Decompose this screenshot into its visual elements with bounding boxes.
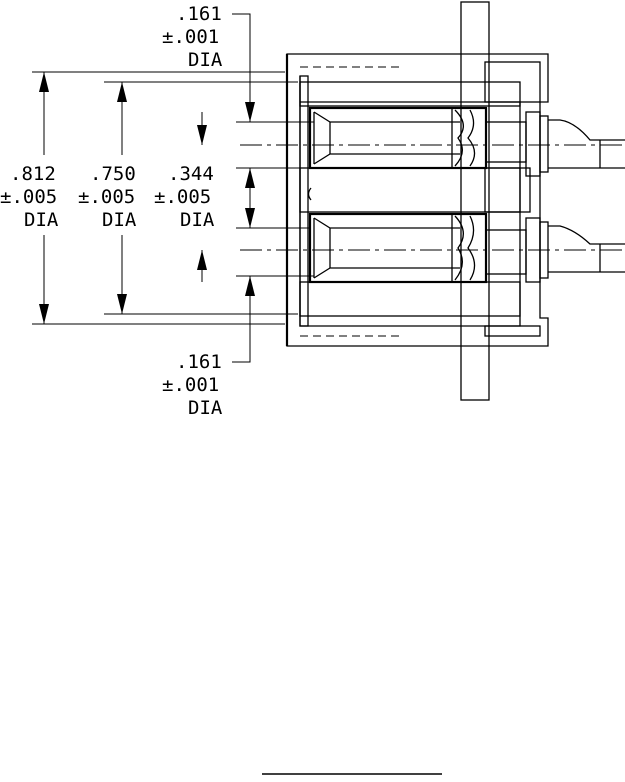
mounting-flange (460, 1, 490, 401)
inner-dia-unit: DIA (102, 209, 137, 231)
callout-top-hole: .161 ±.001 DIA (162, 3, 223, 71)
spacing-unit: DIA (180, 209, 215, 231)
insulator-web (299, 167, 521, 213)
outer-shell (286, 53, 549, 347)
callout-bottom-hole: .161 ±.001 DIA (162, 351, 223, 419)
top-hole-tolerance: ±.001 (162, 26, 219, 48)
outer-dia-tolerance: ±.005 (0, 186, 57, 208)
callout-spacing: .344 ±.005 DIA (154, 163, 215, 231)
callout-inner-diameter: .750 ±.005 DIA (78, 163, 137, 231)
bottom-hole-value: .161 (176, 351, 222, 373)
bottom-hole-unit: DIA (188, 397, 223, 419)
outer-dia-unit: DIA (24, 209, 59, 231)
callout-outer-diameter: .812 ±.005 DIA (0, 163, 59, 231)
inner-dia-value: .750 (90, 163, 136, 185)
outer-dia-value: .812 (10, 163, 56, 185)
top-hole-unit: DIA (188, 49, 223, 71)
inner-dia-tolerance: ±.005 (78, 186, 135, 208)
contact-lower (308, 212, 527, 284)
top-hole-value: .161 (176, 3, 222, 25)
insulator-lower (299, 281, 521, 317)
spacing-tolerance: ±.005 (154, 186, 211, 208)
bottom-hole-tolerance: ±.001 (162, 374, 219, 396)
connector-housing (285, 1, 549, 401)
spacing-value: .344 (168, 163, 214, 185)
contact-pins (525, 111, 625, 283)
contact-upper (308, 106, 527, 170)
